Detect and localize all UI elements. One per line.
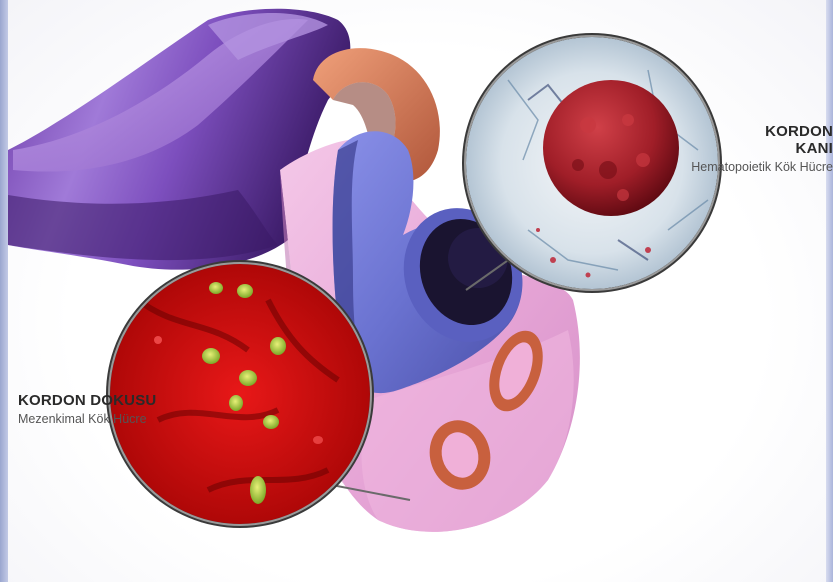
cord-tissue-label: KORDON DOKUSU Mezenkimal Kök Hücre (18, 392, 156, 426)
cord-blood-subtitle: Hematopoietik Kök Hücre (653, 160, 833, 174)
illustration-canvas: KORDON KANI Hematopoietik Kök Hücre KORD… (8, 0, 826, 582)
cord-blood-title: KORDON KANI (738, 123, 833, 157)
cord-tissue-title: KORDON DOKUSU (18, 392, 156, 409)
stem-cell (543, 80, 679, 216)
umbilical-cord-illustration (8, 0, 826, 582)
cord-tissue-subtitle: Mezenkimal Kök Hücre (18, 412, 156, 426)
cord-blood-label: KORDON KANI Hematopoietik Kök Hücre (738, 123, 833, 174)
